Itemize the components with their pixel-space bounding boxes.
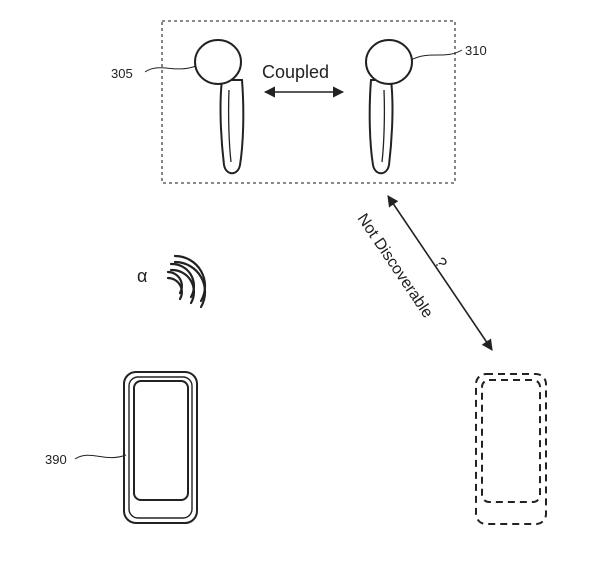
question-mark-label: ? [431,255,450,272]
earbud-icon [195,40,243,173]
phone-390: 390 [45,372,197,523]
earbud-right: 310 [366,40,487,173]
dashed-smartphone-icon [476,374,546,524]
smartphone-icon [124,372,197,523]
phone-ref-label: 390 [45,452,67,467]
earbud-left-ref-label: 305 [111,66,133,81]
coupled-label: Coupled [262,62,329,82]
not-discoverable-label: Not Discoverable [354,211,436,322]
phone-leader-line [75,455,126,459]
earbud-left-leader-line [145,66,196,72]
earbud-right-ref-label: 310 [465,43,487,58]
earbud-left: 305 [111,40,243,173]
alpha-label: α [137,266,147,286]
wireless-signal-icon [168,256,205,307]
earbud-icon [366,40,412,173]
